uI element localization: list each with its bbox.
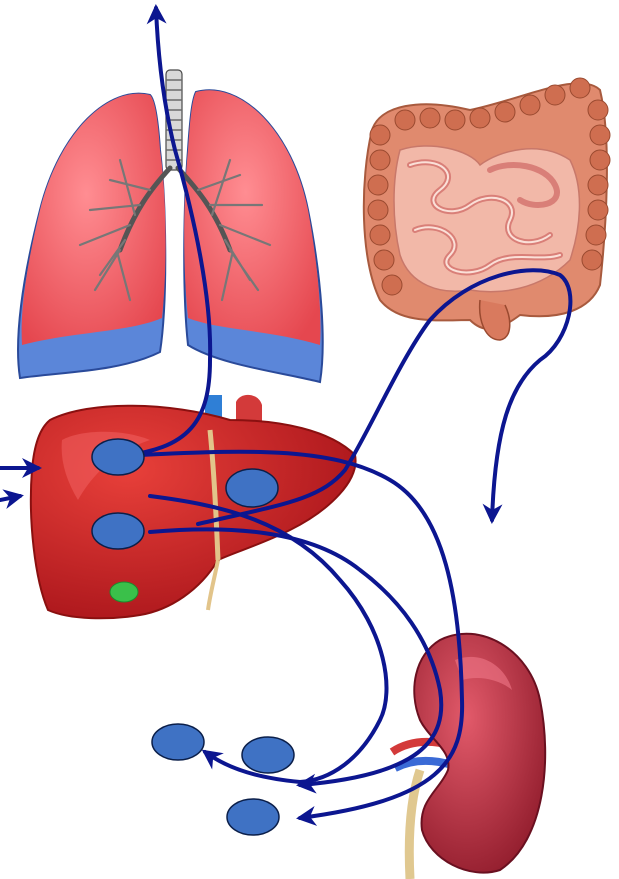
arrow-inflow-2 xyxy=(0,496,20,500)
node-liver-right xyxy=(226,469,278,507)
node-bottom-left xyxy=(152,724,204,760)
node-liver-upper xyxy=(92,439,144,475)
node-liver-lower xyxy=(92,513,144,549)
node-bottom-lower xyxy=(227,799,279,835)
intestines-icon xyxy=(364,78,610,340)
node-bottom-middle xyxy=(242,737,294,773)
lungs-icon xyxy=(18,70,323,382)
